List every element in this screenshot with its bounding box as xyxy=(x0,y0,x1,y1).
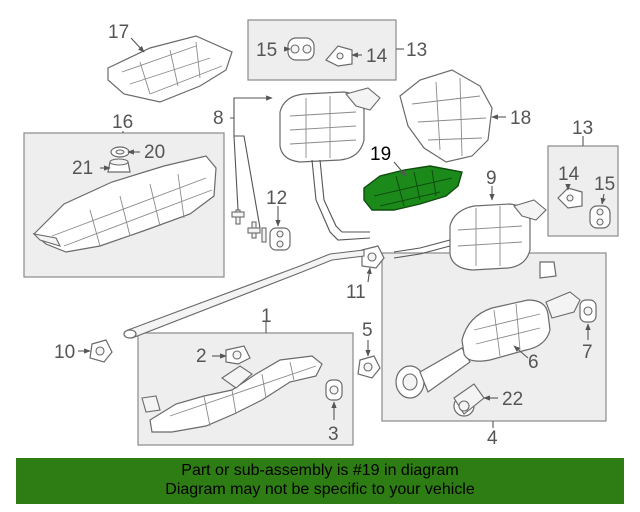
callout-15-right[interactable]: 15 xyxy=(594,174,615,195)
banner-line-1: Part or sub-assembly is #19 in diagram xyxy=(181,462,459,479)
rear-muffler-8[interactable] xyxy=(279,87,381,241)
heat-shield-19-highlighted[interactable] xyxy=(363,165,463,211)
callout-21[interactable]: 21 xyxy=(72,158,93,179)
gasket-2[interactable] xyxy=(225,345,251,365)
callout-1[interactable]: 1 xyxy=(261,306,272,327)
flange-22[interactable] xyxy=(453,383,485,417)
callout-2[interactable]: 2 xyxy=(196,346,207,367)
nut-21[interactable] xyxy=(107,158,131,173)
callout-9[interactable]: 9 xyxy=(486,168,497,189)
callout-7[interactable]: 7 xyxy=(582,342,593,363)
callout-16[interactable]: 16 xyxy=(112,112,133,133)
callout-13-top[interactable]: 13 xyxy=(406,40,427,61)
gasket-5[interactable] xyxy=(357,355,381,379)
callout-22[interactable]: 22 xyxy=(502,389,523,410)
callout-11[interactable]: 11 xyxy=(346,282,366,303)
hanger-12[interactable] xyxy=(269,227,291,251)
hanger-7-top[interactable] xyxy=(539,261,557,279)
bolts-8[interactable] xyxy=(231,209,267,243)
info-banner: Part or sub-assembly is #19 in diagram D… xyxy=(16,458,624,504)
callout-labels: 17 16 15 14 13 18 8 12 20 21 19 9 13 14 … xyxy=(54,22,615,449)
callout-14-top[interactable]: 14 xyxy=(366,46,388,67)
gasket-10[interactable] xyxy=(89,339,113,363)
group-box-13-top xyxy=(247,19,397,81)
heat-shield-16[interactable] xyxy=(32,155,217,253)
front-pipe-1[interactable] xyxy=(141,355,323,433)
muffler-9[interactable] xyxy=(393,199,547,271)
hanger-3[interactable] xyxy=(325,379,343,401)
rubber-hanger-15-top[interactable] xyxy=(287,37,315,61)
callout-3[interactable]: 3 xyxy=(328,424,339,445)
washer-20[interactable] xyxy=(110,146,130,158)
rubber-hanger-15-right[interactable] xyxy=(589,205,611,229)
callout-5[interactable]: 5 xyxy=(362,320,373,341)
gasket-11[interactable] xyxy=(361,245,385,269)
callout-20[interactable]: 20 xyxy=(144,142,165,163)
callout-6[interactable]: 6 xyxy=(528,352,539,373)
banner-line-2: Diagram may not be specific to your vehi… xyxy=(165,481,475,498)
hanger-7[interactable] xyxy=(579,299,597,323)
center-pipe[interactable] xyxy=(123,249,365,339)
callout-12[interactable]: 12 xyxy=(266,188,287,209)
catalytic-converter-6[interactable] xyxy=(395,291,581,399)
callout-15-top[interactable]: 15 xyxy=(256,40,277,61)
callout-14-right[interactable]: 14 xyxy=(558,164,580,185)
callout-17[interactable]: 17 xyxy=(108,22,129,43)
callout-13-right[interactable]: 13 xyxy=(572,118,593,139)
callout-8[interactable]: 8 xyxy=(213,108,224,129)
callout-10[interactable]: 10 xyxy=(54,342,75,363)
heat-shield-17[interactable] xyxy=(107,35,233,103)
leader-lines xyxy=(78,37,606,428)
heat-shield-18[interactable] xyxy=(399,69,493,163)
callout-19[interactable]: 19 xyxy=(370,144,391,165)
callout-18[interactable]: 18 xyxy=(510,108,531,129)
bracket-14-right[interactable] xyxy=(557,187,583,209)
callout-4[interactable]: 4 xyxy=(487,428,498,449)
